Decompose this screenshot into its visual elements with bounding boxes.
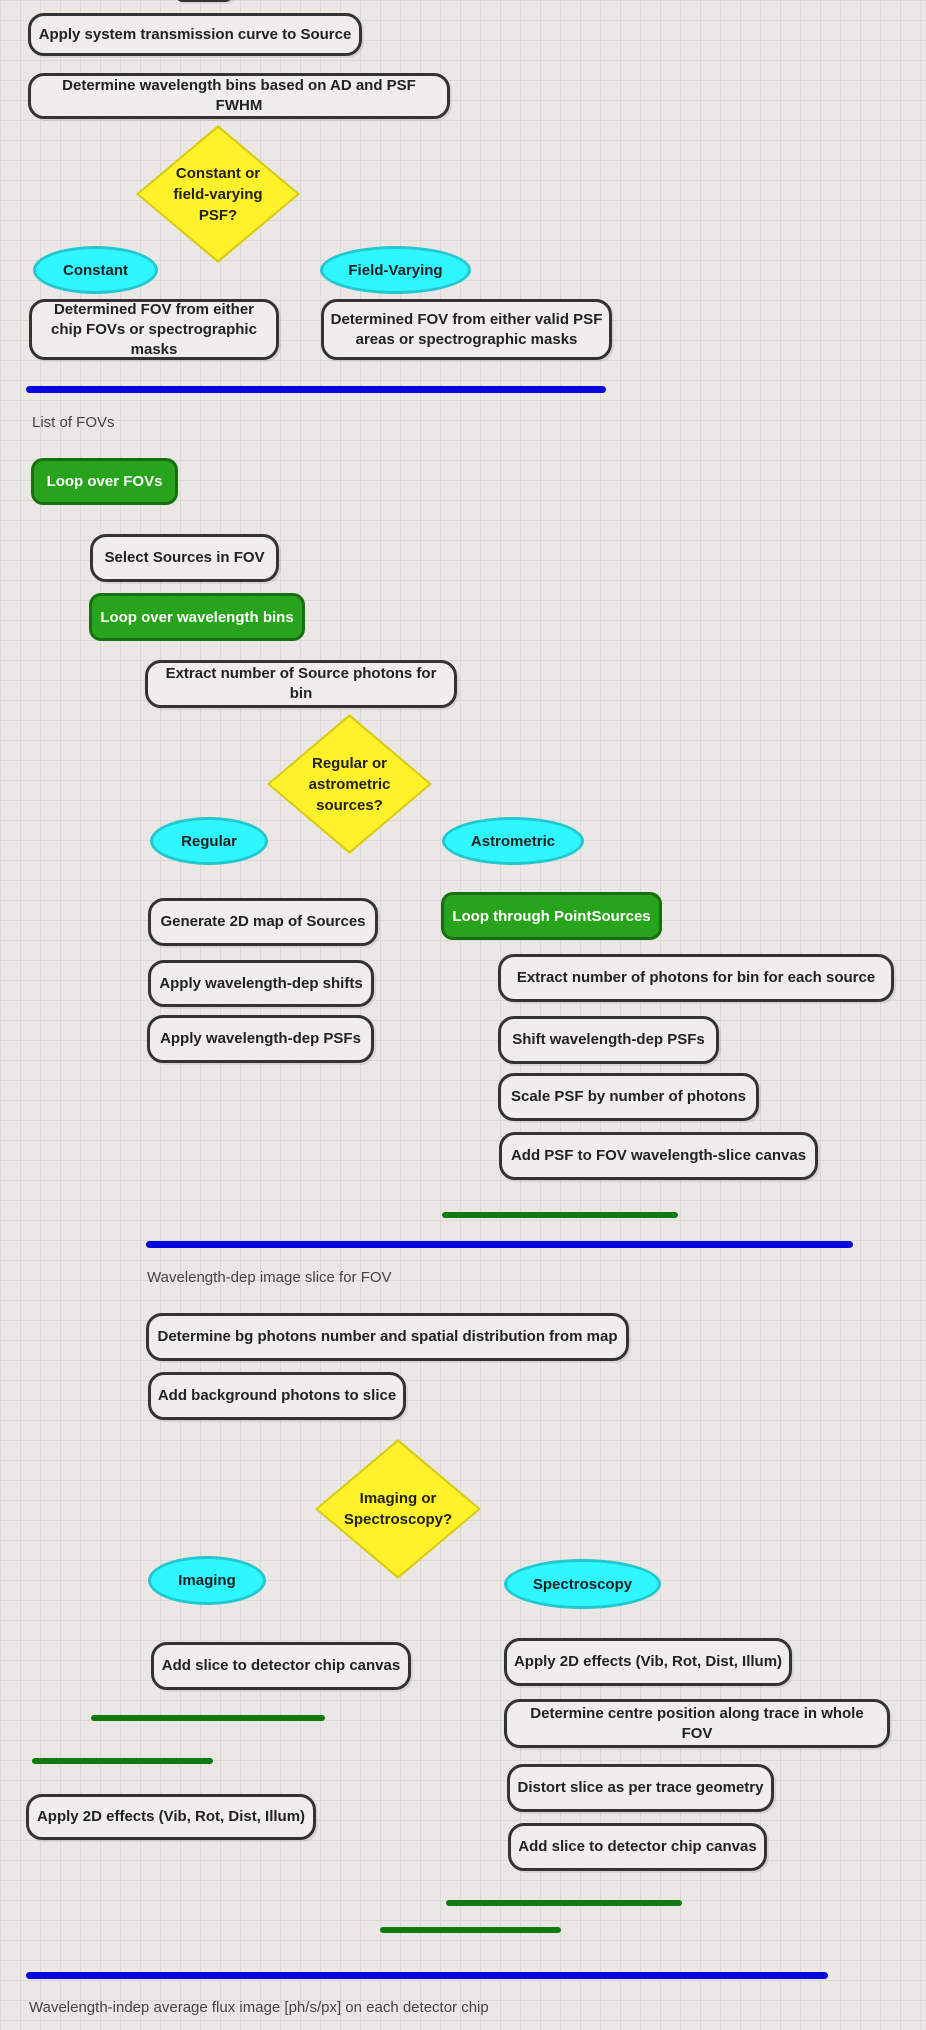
- apply-psfs-step: Apply wavelength-dep PSFs: [147, 1015, 374, 1063]
- partial-top-node: [175, 0, 233, 2]
- mode-decision-label: Imaging or Spectroscopy?: [343, 1490, 453, 1528]
- select-sources-step: Select Sources in FOV: [90, 534, 279, 582]
- imaging-end-bar-1: [91, 1715, 325, 1721]
- fov-sync-bar: [26, 386, 606, 393]
- mode-decision: Imaging or Spectroscopy?: [315, 1439, 481, 1579]
- apply-transmission-step: Apply system transmission curve to Sourc…: [28, 13, 362, 56]
- loop-over-wavelength-bins: Loop over wavelength bins: [89, 593, 305, 641]
- imaging-add-slice-step: Add slice to detector chip canvas: [151, 1642, 411, 1690]
- spectroscopy-end-bar: [446, 1900, 682, 1906]
- constant-option: Constant: [33, 246, 158, 294]
- slice-sync-bar: [146, 1241, 853, 1248]
- flux-output-label: Wavelength-indep average flux image [ph/…: [29, 1999, 489, 2016]
- psf-decision-label: Constant or field-varying PSF?: [173, 164, 263, 224]
- spec-apply-2d-step: Apply 2D effects (Vib, Rot, Dist, Illum): [504, 1638, 792, 1686]
- imaging-apply-2d-step: Apply 2D effects (Vib, Rot, Dist, Illum): [26, 1794, 316, 1840]
- generate-2d-map-step: Generate 2D map of Sources: [148, 898, 378, 946]
- spec-distort-step: Distort slice as per trace geometry: [507, 1764, 774, 1812]
- extract-source-photons-step: Extract number of Source photons for bin: [145, 660, 457, 708]
- add-psf-step: Add PSF to FOV wavelength-slice canvas: [499, 1132, 818, 1180]
- field-varying-option: Field-Varying: [320, 246, 471, 294]
- loop-through-point-sources: Loop through PointSources: [441, 892, 662, 940]
- final-sync-bar: [26, 1972, 828, 1979]
- psf-decision: Constant or field-varying PSF?: [136, 125, 300, 263]
- shift-psfs-step: Shift wavelength-dep PSFs: [498, 1016, 719, 1064]
- spectroscopy-option: Spectroscopy: [504, 1559, 661, 1609]
- spec-add-slice-step: Add slice to detector chip canvas: [508, 1823, 767, 1871]
- extract-photons-each-step: Extract number of photons for bin for ea…: [498, 954, 894, 1002]
- imaging-option: Imaging: [148, 1556, 266, 1605]
- apply-shifts-step: Apply wavelength-dep shifts: [148, 960, 374, 1007]
- imaging-end-bar-2: [32, 1758, 213, 1764]
- wavelength-bins-step: Determine wavelength bins based on AD an…: [28, 73, 450, 119]
- sources-decision: Regular or astrometric sources?: [267, 714, 432, 854]
- fovs-output-label: List of FOVs: [32, 414, 115, 431]
- bg-photons-step: Determine bg photons number and spatial …: [146, 1313, 629, 1361]
- sources-decision-label: Regular or astrometric sources?: [308, 754, 391, 814]
- slice-output-label: Wavelength-dep image slice for FOV: [147, 1269, 392, 1286]
- scale-psf-step: Scale PSF by number of photons: [498, 1073, 759, 1121]
- wavelength-loop-end-bar: [380, 1927, 561, 1933]
- spec-centre-step: Determine centre position along trace in…: [504, 1699, 890, 1748]
- loop-over-fovs: Loop over FOVs: [31, 458, 178, 505]
- astrometric-option: Astrometric: [442, 817, 584, 865]
- fov-constant-step: Determined FOV from either chip FOVs or …: [29, 299, 279, 360]
- point-sources-loop-end-bar: [442, 1212, 678, 1218]
- fov-varying-step: Determined FOV from either valid PSF are…: [321, 299, 612, 360]
- add-bg-step: Add background photons to slice: [148, 1372, 406, 1420]
- regular-option: Regular: [150, 817, 268, 865]
